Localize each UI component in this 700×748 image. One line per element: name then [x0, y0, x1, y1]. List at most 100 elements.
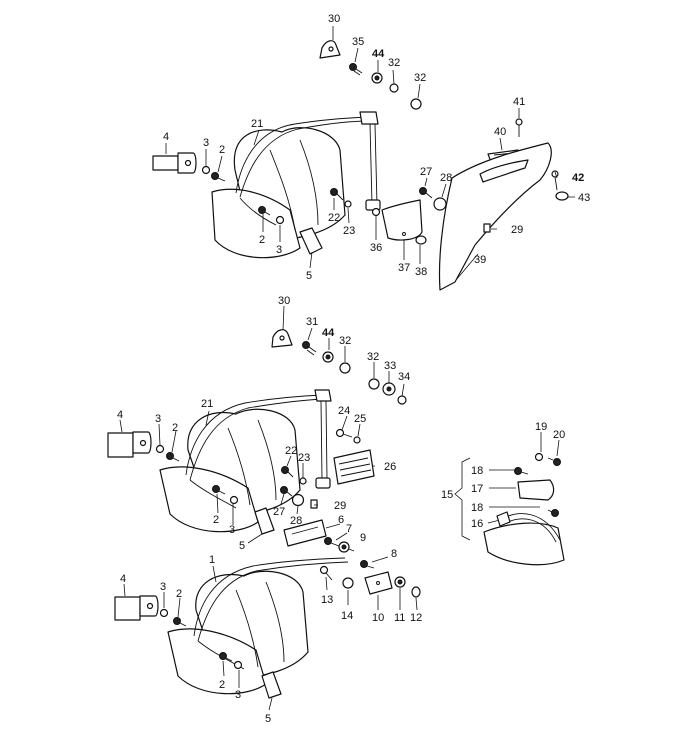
washer-icon: [534, 452, 544, 462]
retractor-cover: [381, 199, 423, 241]
bolt-icon: [219, 652, 233, 662]
bolt-icon: [324, 537, 340, 547]
callout-15: 15: [441, 489, 453, 501]
callout-3: 3: [203, 137, 209, 149]
callout-44: 44: [322, 327, 335, 339]
callout-17: 17: [471, 483, 483, 495]
bracket-15: [454, 457, 471, 541]
callout-3: 3: [155, 413, 161, 425]
bolt-icon: [547, 509, 559, 517]
bolt-icon: [211, 172, 226, 182]
bolt-icon: [173, 617, 187, 627]
callout-18: 18: [471, 465, 483, 477]
callout-41: 41: [513, 96, 525, 108]
callout-34: 34: [398, 371, 410, 383]
bottom-assembly: 1 8 4 3 2 13 14 10 11 12 2 3 5: [114, 548, 422, 725]
washer-icon: [371, 207, 381, 217]
callout-32: 32: [414, 72, 426, 84]
callout-4: 4: [117, 409, 123, 421]
callout-2: 2: [172, 422, 178, 434]
callout-25: 25: [354, 413, 366, 425]
bolt-icon: [319, 565, 333, 581]
washer-icon: [155, 444, 165, 454]
top-assembly: 30 35 44 32 32 41 40 4 3 2 21 27 28 42 4…: [152, 13, 590, 291]
callout-3: 3: [160, 581, 166, 593]
callout-3: 3: [229, 524, 235, 536]
callout-22: 22: [328, 212, 340, 224]
bolt-icon: [302, 341, 317, 356]
belt-webbing-bottom: [193, 557, 346, 637]
callout-10: 10: [372, 612, 384, 624]
callout-40: 40: [494, 126, 506, 138]
callout-44: 44: [372, 48, 385, 60]
upper-anchor-top: [359, 111, 379, 125]
washer-icon: [299, 477, 307, 485]
callout-18: 18: [471, 502, 483, 514]
washer-icon: [275, 215, 285, 225]
callout-3: 3: [276, 244, 282, 256]
callout-29: 29: [511, 224, 523, 236]
callout-38: 38: [415, 266, 427, 278]
callout-7: 7: [346, 523, 352, 535]
callout-3: 3: [235, 689, 241, 701]
anchor-plate: [364, 571, 393, 595]
bolt-icon: [547, 457, 561, 466]
callout-21: 21: [201, 398, 213, 410]
cap-icon: [410, 98, 422, 110]
clip-icon: [483, 223, 491, 233]
callout-2: 2: [219, 144, 225, 156]
callout-32: 32: [367, 351, 379, 363]
bolt-icon: [281, 466, 294, 478]
callout-32: 32: [339, 335, 351, 347]
callout-4: 4: [120, 573, 126, 585]
callout-28: 28: [290, 515, 302, 527]
callout-13: 13: [321, 594, 333, 606]
seat-bottom: [167, 570, 309, 695]
callout-5: 5: [306, 270, 312, 282]
cap-icon: [291, 493, 305, 507]
cover-17: [517, 479, 555, 501]
washer-icon: [344, 200, 352, 208]
washer-icon: [353, 436, 361, 444]
callout-2: 2: [259, 234, 265, 246]
nut-icon: [389, 83, 399, 93]
callout-9: 9: [360, 532, 366, 544]
cap-icon: [415, 235, 427, 245]
callout-43: 43: [578, 192, 590, 204]
callout-27: 27: [273, 506, 285, 518]
washer-icon: [201, 165, 211, 175]
middle-assembly: 30 31 44 32 32 33 34 4 3 2 21 24 25 22 2…: [107, 295, 410, 553]
callout-11: 11: [394, 612, 405, 624]
screw-icon: [551, 170, 559, 191]
bolt-icon: [349, 63, 363, 76]
washer-icon: [368, 378, 380, 390]
callout-30: 30: [328, 13, 340, 25]
callout-35: 35: [352, 36, 364, 48]
callout-2: 2: [213, 514, 219, 526]
callout-28: 28: [440, 172, 452, 184]
callout-5: 5: [265, 713, 271, 725]
callout-37: 37: [398, 262, 410, 274]
cap-icon: [433, 197, 447, 211]
cap-icon: [411, 586, 421, 598]
callout-23: 23: [343, 225, 355, 237]
bolt-icon: [419, 187, 433, 199]
callout-42: 42: [572, 172, 584, 184]
callout-30: 30: [278, 295, 290, 307]
bolt-icon: [335, 428, 353, 438]
nut-icon: [397, 395, 407, 405]
trim-panel: [438, 142, 552, 291]
bolt-icon: [212, 485, 226, 495]
callout-23: 23: [298, 452, 310, 464]
callout-39: 39: [474, 254, 486, 266]
seat-right: [483, 522, 565, 566]
clip-icon: [555, 191, 569, 201]
screw-icon: [515, 118, 523, 137]
callout-36: 36: [370, 242, 382, 254]
callout-2: 2: [219, 679, 225, 691]
callout-2: 2: [176, 588, 182, 600]
callout-16: 16: [471, 518, 483, 530]
upper-anchor-middle: [314, 389, 332, 402]
callout-21: 21: [251, 118, 263, 130]
